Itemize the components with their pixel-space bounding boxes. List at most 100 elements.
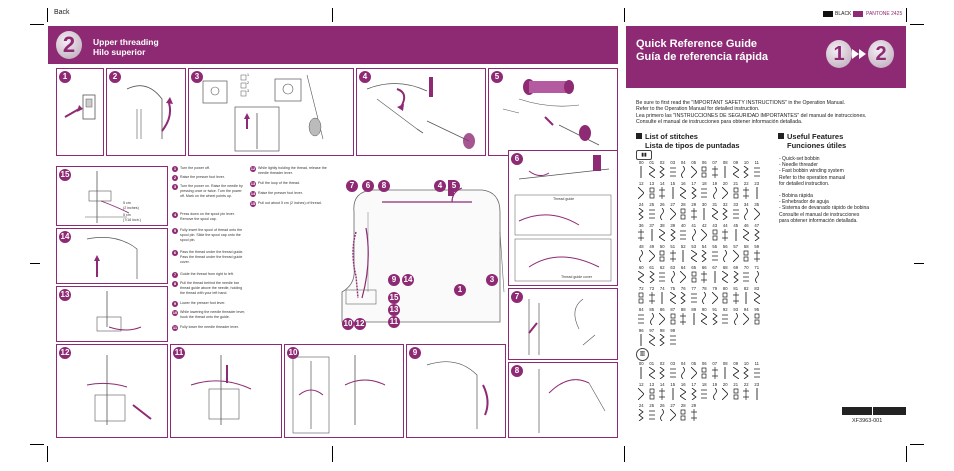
panel3-label: 3 [247, 89, 249, 93]
stitch-number: 48 [638, 244, 644, 249]
back-label: Back [54, 9, 70, 16]
stitch-number: 77 [691, 286, 697, 291]
stitch-a-92: 92 [720, 307, 731, 327]
stitch-number: 58 [743, 244, 749, 249]
callout-number: 12 [354, 318, 366, 330]
stitch-pattern-icon [690, 166, 697, 178]
stitch-b-23: 23 [752, 382, 763, 402]
stitch-a-87: 87 [668, 307, 679, 327]
stitch-pattern-icon [640, 166, 642, 178]
stitch-pattern-icon [701, 389, 708, 399]
stitch-number: 35 [754, 202, 760, 207]
machine-diagram: 7 6 8 4 5 1 9 14 15 13 3 10 12 11 [332, 172, 508, 334]
stitch-number: 05 [691, 361, 697, 366]
panel-step-10: 10 [284, 344, 404, 438]
stitch-number: 20 [722, 382, 728, 387]
stitch-number: 72 [638, 286, 644, 291]
raise-lever-illustration [86, 237, 138, 279]
stitch-number: 96 [638, 328, 644, 333]
panel-step-3: 3 1 2 3 [188, 68, 354, 156]
stitch-pattern-icon [732, 367, 739, 379]
footer-bar [842, 407, 906, 415]
stitch-pattern-icon [638, 388, 645, 400]
step-number: 11 [173, 347, 185, 359]
stitch-a-46: 46 [741, 223, 752, 243]
stitch-number: 03 [670, 361, 676, 366]
stitch-a-83: 83 [752, 286, 763, 306]
stitch-b-05: 05 [689, 361, 700, 381]
stitch-b-27: 27 [668, 403, 679, 423]
stitch-number: 39 [670, 223, 676, 228]
stitch-pattern-icon [659, 229, 666, 241]
stitch-a-67: 67 [710, 265, 721, 285]
stitch-number: 25 [649, 403, 655, 408]
step-number: 10 [287, 347, 299, 359]
thread-guide-cover-label: Thread guide cover [561, 275, 592, 279]
stitch-a-81: 81 [731, 286, 742, 306]
step-number: 6 [511, 153, 523, 165]
stitch-pattern-icon [701, 250, 707, 262]
stitch-pattern-icon [669, 368, 676, 378]
stitch-number: 44 [722, 223, 728, 228]
stitch-number: 68 [722, 265, 728, 270]
step-badge: 2 [56, 31, 82, 59]
stitch-number: 00 [638, 361, 644, 366]
stitch-a-90: 90 [699, 307, 710, 327]
step-number: 15 [59, 169, 71, 181]
stitch-number: 10 [743, 160, 749, 165]
stitch-number: 26 [659, 202, 665, 207]
stitch-pattern-icon [672, 187, 674, 199]
step-number: 4 [359, 71, 371, 83]
stitch-number: 80 [722, 286, 728, 291]
stitch-pattern-icon [711, 166, 718, 178]
stitch-number: 62 [659, 265, 665, 270]
step-number: 14 [59, 231, 71, 243]
stitch-pattern-icon [732, 292, 739, 304]
hook-thread-illustration [292, 355, 386, 434]
stitch-pattern-icon [722, 208, 728, 220]
step-number: 8 [511, 365, 523, 377]
stitch-number: 24 [638, 403, 644, 408]
stitch-b-16: 16 [678, 382, 689, 402]
step-number: 3 [191, 71, 203, 83]
stitch-number: 12 [638, 181, 644, 186]
stitch-number: 27 [670, 202, 676, 207]
stitch-pattern-icon [753, 167, 760, 177]
stitch-pattern-icon [723, 250, 728, 262]
stitch-pattern-icon [743, 166, 749, 178]
stitch-pattern-icon [733, 313, 738, 325]
crop-mark [910, 24, 924, 25]
stitch-b-02: 02 [657, 361, 668, 381]
stitch-number: 84 [638, 307, 644, 312]
stitch-a-72: 72 [636, 286, 647, 306]
step-number: 5 [491, 71, 503, 83]
stitch-pattern-icon [669, 409, 676, 421]
stitch-a-47: 47 [752, 223, 763, 243]
stitch-a-08: 08 [720, 160, 731, 180]
stitch-pattern-icon [649, 388, 655, 400]
stitch-b-14: 14 [657, 382, 668, 402]
stitch-a-23: 23 [752, 181, 763, 201]
thread-guide-illustration [514, 155, 612, 282]
stitch-number: 38 [659, 223, 665, 228]
stitch-pattern-icon [638, 229, 645, 241]
stitch-pattern-icon [648, 367, 655, 379]
stitch-number: 04 [680, 361, 686, 366]
stitch-number: 05 [691, 160, 697, 165]
stitch-pattern-icon [701, 188, 708, 198]
stitch-a-77: 77 [689, 286, 700, 306]
stitch-a-40: 40 [678, 223, 689, 243]
crop-mark [906, 446, 907, 462]
bullet-square [778, 133, 784, 139]
stitch-number: 09 [733, 160, 739, 165]
stitch-pattern-icon [659, 313, 666, 325]
stitch-number: 41 [691, 223, 697, 228]
stitch-pattern-icon [690, 208, 697, 220]
stitch-a-21: 21 [731, 181, 742, 201]
